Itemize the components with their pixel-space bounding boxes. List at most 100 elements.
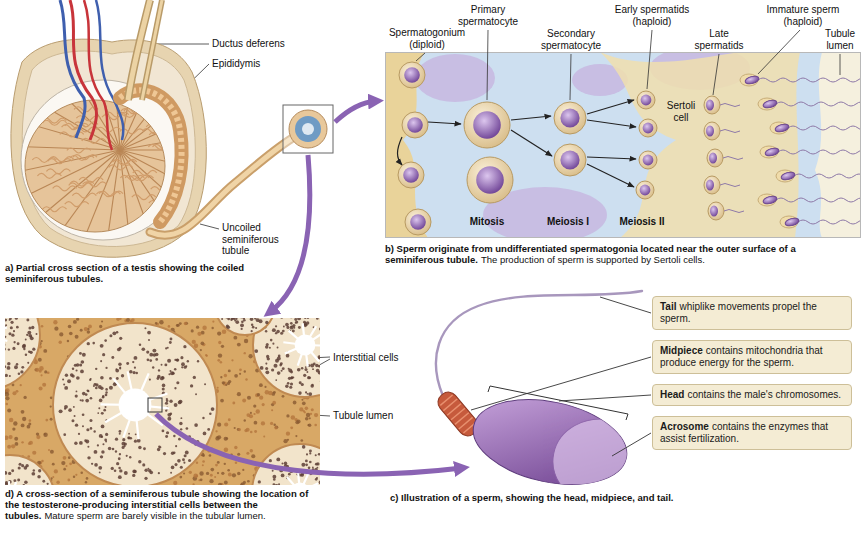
interstitial-cell bbox=[248, 354, 252, 358]
germ-cell-nucleus bbox=[74, 364, 77, 367]
cytoplasm bbox=[398, 162, 424, 188]
germ-cell-nucleus bbox=[111, 467, 114, 470]
interstitial-cell bbox=[282, 395, 285, 398]
germ-cell-nucleus bbox=[94, 463, 98, 467]
germ-cell-nucleus bbox=[241, 328, 243, 330]
germ-cell-nucleus bbox=[5, 319, 7, 322]
germ-cell-nucleus bbox=[177, 459, 181, 463]
nucleus bbox=[403, 167, 419, 183]
germ-cell-nucleus bbox=[287, 382, 290, 385]
germ-cell-nucleus bbox=[280, 332, 283, 335]
germ-cell-nucleus bbox=[101, 436, 103, 438]
germ-cell-nucleus bbox=[33, 469, 35, 471]
germ-cell-nucleus bbox=[226, 325, 229, 328]
coiled-tubule bbox=[125, 175, 149, 180]
interstitial-cell bbox=[41, 340, 43, 342]
germ-cell-nucleus bbox=[67, 379, 71, 383]
germ-cell-nucleus bbox=[315, 463, 318, 466]
interstitial-cell bbox=[116, 318, 120, 321]
caption: d) A cross-section of a seminiferous tub… bbox=[5, 488, 323, 521]
interstitial-cell bbox=[200, 349, 202, 351]
germ-cell-nucleus bbox=[11, 333, 14, 336]
coiled-tubule bbox=[113, 159, 137, 164]
interstitial-cell bbox=[27, 425, 31, 429]
lumen bbox=[289, 331, 305, 345]
germ-cell-nucleus bbox=[309, 450, 312, 453]
germ-cell-nucleus bbox=[143, 447, 146, 450]
germ-cell-nucleus bbox=[19, 463, 22, 466]
germ-cell-nucleus bbox=[227, 318, 230, 320]
interstitial-cell bbox=[76, 318, 79, 321]
label-text: Secondary spermatocyte bbox=[541, 28, 601, 51]
germ-cell-nucleus bbox=[134, 367, 136, 369]
germ-cell-nucleus bbox=[301, 367, 304, 370]
label-text: Sertoli cell bbox=[667, 100, 695, 123]
germ-cell-nucleus bbox=[84, 439, 87, 442]
tail bbox=[758, 78, 861, 82]
germ-cell-nucleus bbox=[81, 360, 85, 364]
interstitial-cell bbox=[201, 342, 205, 346]
lumen bbox=[101, 403, 135, 406]
germ-cell-nucleus bbox=[87, 456, 90, 459]
germ-cell-nucleus bbox=[167, 359, 171, 363]
germ-cell-nucleus bbox=[112, 448, 115, 451]
germ-cell-nucleus bbox=[163, 452, 166, 455]
germ-cell-nucleus bbox=[30, 336, 32, 338]
interstitial-cell bbox=[293, 401, 297, 405]
cytoplasm bbox=[405, 209, 431, 235]
germ-cell-nucleus bbox=[138, 446, 142, 450]
cytoplasm bbox=[636, 181, 654, 199]
interstitial-cell bbox=[41, 325, 44, 328]
germ-cell-nucleus bbox=[85, 399, 89, 403]
germ-cell-nucleus bbox=[100, 344, 104, 348]
germ-cell-nucleus bbox=[252, 326, 255, 329]
interstitial-cell bbox=[237, 392, 241, 396]
interstitial-cell bbox=[192, 483, 194, 485]
germ-cell-nucleus bbox=[21, 485, 25, 486]
interstitial-cell bbox=[101, 320, 103, 322]
interstitial-cell bbox=[214, 476, 216, 478]
interstitial-cell bbox=[212, 320, 214, 322]
germ-cell-nucleus bbox=[158, 472, 160, 474]
nucleus bbox=[476, 166, 504, 194]
germ-cell-nucleus bbox=[304, 318, 306, 319]
interstitial-cell bbox=[179, 476, 182, 479]
interstitial-cell bbox=[306, 413, 310, 417]
germ-cell-nucleus bbox=[108, 447, 112, 451]
germ-cell-nucleus bbox=[197, 360, 199, 362]
interstitial-cell bbox=[69, 462, 72, 465]
cytoplasm bbox=[704, 122, 720, 140]
germ-cell-nucleus bbox=[133, 470, 136, 473]
cytoplasm bbox=[554, 102, 586, 134]
germ-cell-nucleus bbox=[62, 378, 64, 380]
germ-cell-nucleus bbox=[117, 348, 121, 352]
germ-cell-nucleus bbox=[79, 352, 82, 355]
coiled-tubule bbox=[32, 109, 56, 114]
germ-cell-nucleus bbox=[299, 381, 302, 384]
germ-cell-nucleus bbox=[126, 455, 128, 457]
interstitial-cell bbox=[99, 325, 102, 328]
germ-cell-nucleus bbox=[188, 459, 191, 462]
germ-cell-nucleus bbox=[305, 459, 308, 462]
interstitial-cell bbox=[9, 418, 13, 422]
germ-cell-nucleus bbox=[209, 412, 211, 414]
germ-cell-nucleus bbox=[290, 322, 293, 325]
interstitial-cell bbox=[193, 474, 197, 478]
label-text: Tubule lumen bbox=[825, 28, 855, 51]
germ-cell-nucleus bbox=[121, 374, 124, 377]
interstitial-cell bbox=[227, 469, 230, 472]
germ-cells bbox=[398, 62, 861, 235]
germ-cell-nucleus bbox=[309, 461, 312, 464]
interstitial-cell bbox=[39, 370, 42, 373]
interstitial-cell bbox=[250, 449, 253, 452]
interstitial-cell bbox=[209, 454, 212, 457]
germ-cell-nucleus bbox=[269, 459, 272, 462]
callout-heading: Tail bbox=[660, 301, 676, 312]
tail bbox=[794, 174, 861, 178]
germ-cell-nucleus bbox=[144, 327, 146, 329]
germ-cell-nucleus bbox=[307, 376, 310, 379]
interstitial-cell bbox=[244, 339, 248, 343]
leader-line bbox=[559, 395, 651, 401]
sperm-tail bbox=[436, 291, 642, 396]
part-label: Mitosis bbox=[462, 216, 512, 228]
